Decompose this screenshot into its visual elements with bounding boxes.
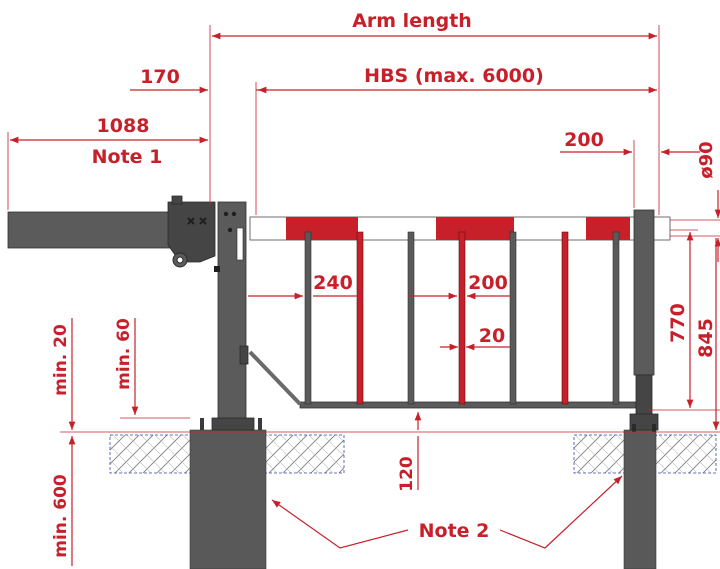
- counter-arm-1088-label: 1088: [97, 115, 150, 137]
- support-width-200-label: 200: [564, 129, 604, 151]
- dimension-lines: [7, 25, 720, 566]
- offset-170-label: 170: [140, 66, 180, 88]
- hbs-label: HBS (max. 6000): [364, 65, 544, 87]
- foundation-left: [189, 429, 267, 569]
- arm-length-label: Arm length: [352, 10, 472, 32]
- rod-width-20-label: 20: [479, 325, 505, 347]
- min-600-label: min. 600: [51, 474, 71, 558]
- note-2-label: Note 2: [419, 520, 490, 542]
- clearance-120-label: 120: [397, 456, 417, 492]
- foundation-right: [623, 429, 657, 569]
- height-770-label: 770: [667, 303, 689, 343]
- skirt-spacing-240-label: 240: [313, 272, 353, 294]
- boom-diameter-label: ø90: [696, 141, 717, 178]
- note-1-label: Note 1: [92, 146, 163, 168]
- ground-hatch-right: [573, 434, 717, 474]
- boom-support-post: [629, 209, 659, 432]
- counter-arm: [7, 195, 216, 268]
- height-845-label: 845: [695, 318, 717, 358]
- ground-hatch-left: [109, 434, 345, 474]
- min-60-label: min. 60: [114, 318, 134, 390]
- barrier-post: [200, 201, 262, 431]
- min-20-label: min. 20: [51, 324, 71, 396]
- skirt-spacing-200-label: 200: [468, 272, 508, 294]
- boom-skirt: [248, 231, 637, 409]
